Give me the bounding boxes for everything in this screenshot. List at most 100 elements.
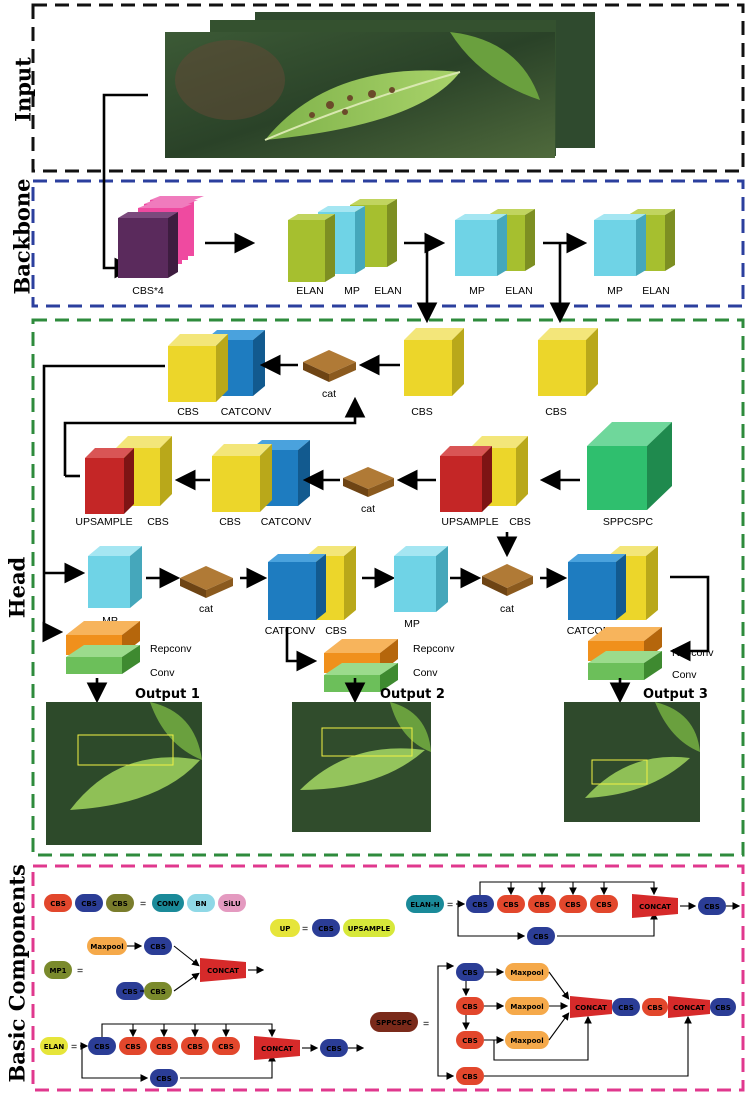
label-cbs4: CBS*4: [132, 285, 164, 297]
backbone-section-border: [31, 179, 745, 308]
sppcspc-block: [587, 422, 672, 510]
label-cbs-top-right: CBS: [545, 406, 567, 418]
label-mp-mid: MP: [404, 618, 420, 630]
svg-text:CBS: CBS: [318, 925, 334, 933]
label-catconv-low: CATCONV: [265, 625, 316, 637]
mp-elan-block-3: [594, 209, 675, 276]
svg-text:CBS: CBS: [462, 969, 478, 977]
svg-text:CBS: CBS: [704, 903, 720, 911]
svg-text:CONCAT: CONCAT: [639, 903, 671, 911]
output-image-2: [292, 702, 431, 832]
svg-text:CBS: CBS: [462, 1003, 478, 1011]
cbs-catconv-mid: [212, 440, 310, 512]
basic-up-def: UP = CBS UPSAMPLE: [270, 919, 395, 937]
catconv-cbs-low-right: [568, 546, 658, 620]
cat-block-low-left: [180, 566, 233, 598]
svg-text:CBS: CBS: [472, 901, 488, 909]
catconv-cbs-low: [268, 546, 356, 620]
svg-text:CBS: CBS: [533, 933, 549, 941]
svg-text:CBS: CBS: [565, 901, 581, 909]
label-elan-a: ELAN: [296, 285, 323, 297]
cat-block-low-right: [482, 564, 533, 596]
svg-text:Maxpool: Maxpool: [90, 943, 123, 951]
label-cat-low-right: cat: [500, 603, 514, 615]
repconv-conv-1: [66, 621, 140, 674]
svg-text:CBS: CBS: [112, 900, 128, 908]
svg-text:MP1: MP1: [50, 967, 67, 975]
svg-text:CBS: CBS: [125, 1043, 141, 1051]
label-cat-mid: cat: [361, 503, 375, 515]
svg-text:CBS: CBS: [715, 1004, 731, 1012]
basic-mp1-def: MP1 = Maxpool CBS CBS CBS CONCAT: [44, 937, 265, 1000]
elan-mp-elan-block-1: [288, 199, 397, 282]
label-conv-3: Conv: [672, 669, 697, 681]
svg-text:CBS: CBS: [156, 1075, 172, 1083]
label-cbs-top-left: CBS: [177, 406, 199, 418]
svg-text:CONCAT: CONCAT: [207, 967, 239, 975]
label-repconv-1: Repconv: [150, 643, 192, 655]
label-conv-2: Conv: [413, 667, 438, 679]
svg-text:CBS: CBS: [156, 1043, 172, 1051]
arrow-to-repconv-3: [669, 575, 710, 662]
input-image-stack: [165, 12, 595, 158]
svg-text:=: =: [423, 1018, 429, 1030]
upsample-cbs-right: [440, 436, 528, 512]
mp-left-block: [88, 546, 142, 608]
svg-text:CONCAT: CONCAT: [261, 1045, 293, 1053]
label-cat-low-left: cat: [199, 603, 213, 615]
svg-text:=: =: [447, 899, 453, 911]
label-mp-a: MP: [344, 285, 360, 297]
mp-mid-block: [394, 546, 448, 612]
svg-text:=: =: [140, 898, 146, 910]
svg-text:CONV: CONV: [157, 900, 180, 908]
label-cbs-low: CBS: [325, 625, 347, 637]
svg-text:CBS: CBS: [122, 988, 138, 996]
svg-text:CBS: CBS: [647, 1004, 663, 1012]
svg-text:=: =: [71, 1041, 77, 1053]
svg-text:CBS: CBS: [534, 901, 550, 909]
arrow-h2-up: [63, 396, 366, 476]
svg-text:CBS: CBS: [618, 1004, 634, 1012]
label-elan-c: ELAN: [505, 285, 532, 297]
cbs-top-right-block: [538, 328, 598, 396]
svg-text:CBS: CBS: [81, 900, 97, 908]
svg-text:ELAN: ELAN: [44, 1043, 65, 1051]
label-mp-c: MP: [607, 285, 623, 297]
svg-text:CBS: CBS: [50, 900, 66, 908]
head-section-border: [31, 318, 745, 857]
input-section-border: [31, 3, 745, 173]
label-cbs-top-mid: CBS: [411, 406, 433, 418]
output-image-3: [564, 702, 700, 822]
label-elan-d: ELAN: [642, 285, 669, 297]
svg-text:Maxpool: Maxpool: [510, 1037, 543, 1045]
arrow-to-repconv-2: [285, 627, 318, 672]
svg-text:CONCAT: CONCAT: [575, 1004, 607, 1012]
label-repconv-3: Repconv: [672, 647, 714, 659]
label-upsample-right: UPSAMPLE: [441, 516, 498, 528]
repconv-conv-2: [324, 639, 398, 692]
svg-text:CBS: CBS: [596, 901, 612, 909]
svg-text:CBS: CBS: [218, 1043, 234, 1051]
svg-text:CBS: CBS: [462, 1073, 478, 1081]
svg-text:BN: BN: [195, 900, 206, 908]
cbs4-stack-block: [118, 196, 204, 278]
svg-text:UP: UP: [280, 925, 291, 933]
label-sppcspc: SPPCSPC: [603, 516, 654, 528]
basic-section-border: [31, 864, 745, 1092]
repconv-conv-3: [588, 627, 662, 680]
svg-text:CBS: CBS: [150, 943, 166, 951]
label-conv-1: Conv: [150, 667, 175, 679]
output-2-label: Output 2: [380, 687, 445, 702]
label-repconv-2: Repconv: [413, 643, 455, 655]
svg-text:CBS: CBS: [187, 1043, 203, 1051]
section-label-head: Head: [4, 556, 30, 619]
cbs-catconv-top-left: [168, 330, 265, 402]
section-label-backbone: Backbone: [9, 178, 35, 295]
basic-elan-h-def: ELAN-H = CBS CBS CBS CBS CBS CBS CONCAT …: [406, 881, 741, 945]
svg-text:Maxpool: Maxpool: [510, 969, 543, 977]
svg-text:CONCAT: CONCAT: [673, 1004, 705, 1012]
svg-text:=: =: [302, 923, 308, 935]
svg-text:SiLU: SiLU: [223, 900, 241, 908]
